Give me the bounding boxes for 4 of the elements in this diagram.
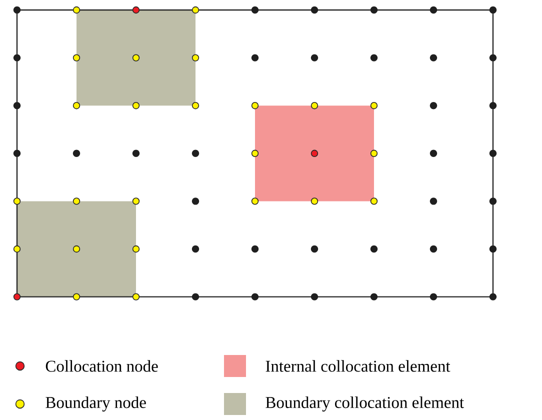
legend-label: Internal collocation element (266, 360, 450, 372)
legend-label: Boundary node (46, 396, 146, 412)
legend-label: Boundary collocation element (266, 396, 464, 412)
legend-label: Collocation node (46, 360, 158, 372)
